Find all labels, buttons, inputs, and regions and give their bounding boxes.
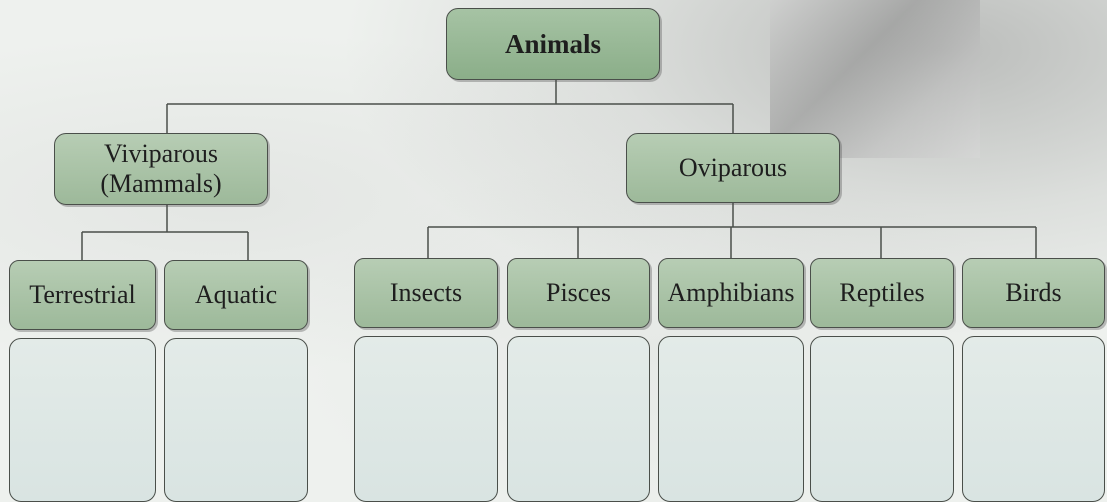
node-oviparous: Oviparous — [626, 133, 840, 203]
node-aquatic: Aquatic — [164, 260, 308, 330]
node-oviparous-label: Oviparous — [679, 153, 787, 183]
node-viviparous: Viviparous (Mammals) — [54, 133, 268, 205]
node-terrestrial-label: Terrestrial — [29, 280, 135, 310]
node-viviparous-label-line2: (Mammals) — [100, 169, 221, 199]
answer-box-birds[interactable] — [962, 336, 1105, 502]
node-birds: Birds — [962, 258, 1105, 328]
answer-box-reptiles[interactable] — [810, 336, 954, 502]
node-viviparous-label-line1: Viviparous — [104, 139, 218, 169]
answer-box-pisces[interactable] — [507, 336, 650, 502]
node-amphibians: Amphibians — [658, 258, 804, 328]
answer-box-amphibians[interactable] — [658, 336, 804, 502]
node-insects: Insects — [354, 258, 498, 328]
node-animals-label: Animals — [505, 29, 601, 60]
node-birds-label: Birds — [1005, 278, 1061, 308]
answer-box-insects[interactable] — [354, 336, 498, 502]
node-pisces: Pisces — [507, 258, 650, 328]
answer-box-terrestrial[interactable] — [9, 338, 156, 502]
answer-box-aquatic[interactable] — [164, 338, 308, 502]
node-amphibians-label: Amphibians — [667, 278, 794, 308]
node-aquatic-label: Aquatic — [195, 280, 277, 310]
node-reptiles: Reptiles — [810, 258, 954, 328]
node-animals: Animals — [446, 8, 660, 80]
node-insects-label: Insects — [390, 278, 462, 308]
node-reptiles-label: Reptiles — [839, 278, 924, 308]
node-pisces-label: Pisces — [546, 278, 611, 308]
node-terrestrial: Terrestrial — [9, 260, 156, 330]
